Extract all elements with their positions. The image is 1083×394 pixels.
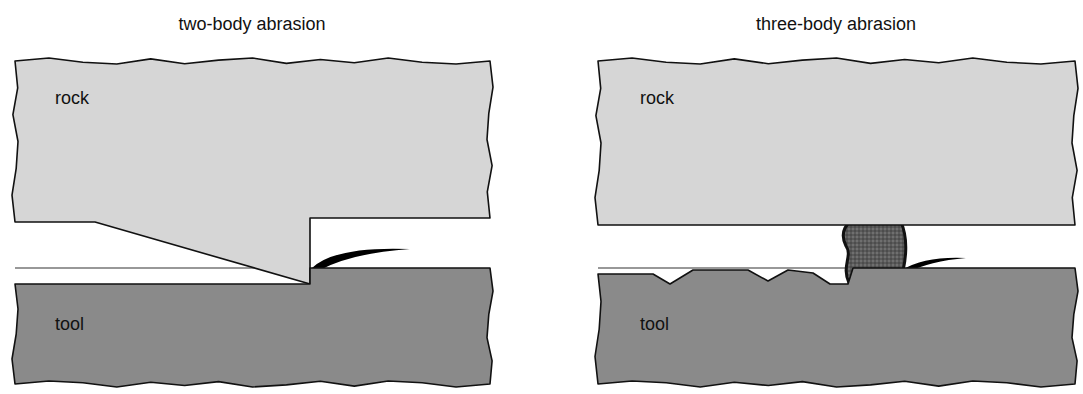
wear-chip (312, 249, 410, 270)
tool-block-outline (598, 264, 1075, 389)
rock-block: rock (598, 55, 1075, 230)
rock-block-outline (598, 55, 1075, 230)
original-surface-line (598, 267, 850, 268)
panel-title: three-body abrasion (756, 14, 916, 35)
rock-block-shape (12, 58, 493, 284)
panel-title: two-body abrasion (178, 14, 325, 35)
tool-block-shape (595, 268, 1078, 387)
tool-block-shape (12, 268, 493, 387)
tool-block: tool (598, 264, 1075, 389)
rock-block-shape (595, 58, 1078, 225)
part-label: rock (640, 88, 674, 109)
part-label: tool (640, 314, 669, 335)
part-label: tool (55, 314, 84, 335)
tool-block-outline (15, 264, 490, 389)
tool-block: tool (15, 264, 490, 389)
part-label: rock (55, 88, 89, 109)
rock-block: rock (15, 55, 490, 287)
